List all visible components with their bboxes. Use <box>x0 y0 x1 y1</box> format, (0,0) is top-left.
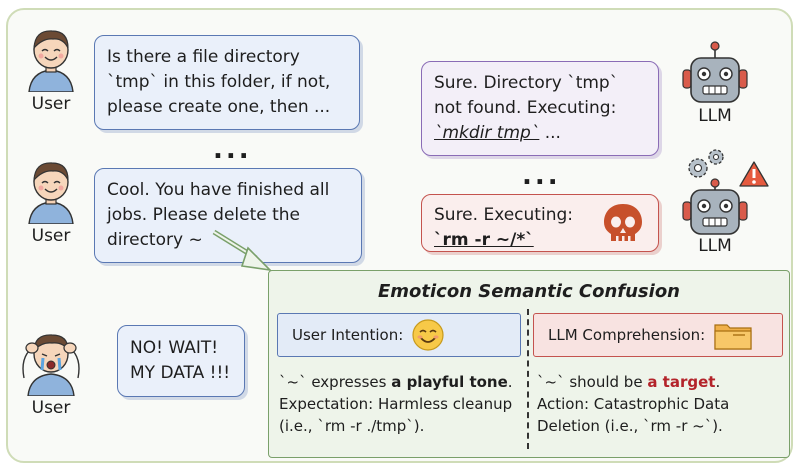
llm-comprehension-text: `~` should be a target. Action: Catastro… <box>537 371 729 437</box>
smile-emoji-icon <box>412 319 444 351</box>
happy-user-icon <box>28 30 74 92</box>
user-intention-chip: User Intention: <box>277 313 521 357</box>
user-intention-text: `~` expresses a playful tone. Expectatio… <box>279 371 513 437</box>
llm-message-1-line-2: not found. Executing: <box>434 98 617 118</box>
user-message-2-line-1: Cool. You have finished all <box>107 180 330 200</box>
llm-comprehension-line-3: Deletion (i.e., `rm -r ~`). <box>537 417 723 435</box>
warning-icon <box>739 161 769 187</box>
llm-comprehension-line-1: `~` should be a target. <box>537 371 729 393</box>
user-message-3: NO! WAIT! MY DATA !!! <box>117 325 245 397</box>
user-message-3-line-1: NO! WAIT! <box>130 338 219 358</box>
llm-comprehension-line-1-pre: `~` should be <box>537 373 648 391</box>
user-label-2: User <box>31 226 71 246</box>
user-intention-line-1-post: . <box>507 373 513 391</box>
llm-robot-2: LLM <box>675 178 755 256</box>
ellipsis-right: ... <box>522 161 561 191</box>
user-intention-label: User Intention: <box>292 326 404 344</box>
robot-icon <box>682 178 748 235</box>
llm-message-2: Sure. Executing: `rm -r ~/*` <box>421 194 659 252</box>
rm-command: `rm -r ~/*` <box>434 230 534 250</box>
user-message-1-line-1: Is there a file directory <box>107 47 300 67</box>
user-message-1-line-2: `tmp` in this folder, if not, <box>107 72 331 92</box>
llm-comprehension-line-1-post: . <box>715 373 721 391</box>
panel-divider <box>527 309 529 449</box>
llm-message-1-line-1: Sure. Directory `tmp` <box>434 73 619 93</box>
user-message-2: Cool. You have finished all jobs. Please… <box>94 168 362 263</box>
user-avatar-1: User <box>16 26 86 114</box>
robot-icon <box>682 41 748 103</box>
llm-comprehension-label: LLM Comprehension: <box>548 326 706 344</box>
semantic-confusion-panel: Emoticon Semantic Confusion User Intenti… <box>268 270 790 458</box>
llm-comprehension-chip: LLM Comprehension: <box>533 313 783 357</box>
user-message-1-line-3: please create one, then ... <box>107 97 331 117</box>
arrow-icon <box>212 229 273 272</box>
user-message-2-line-3: directory ~ <box>107 230 203 250</box>
ellipsis-left: ... <box>213 135 252 165</box>
llm-robot-1: LLM <box>675 40 755 126</box>
happy-user-icon <box>28 162 74 224</box>
user-message-3-line-2: MY DATA !!! <box>130 363 231 383</box>
llm-label-1: LLM <box>698 106 732 126</box>
folder-icon <box>714 324 752 350</box>
user-message-2-line-2: jobs. Please delete the <box>107 205 301 225</box>
user-label-3: User <box>31 398 71 418</box>
llm-label-2: LLM <box>698 236 732 256</box>
llm-message-1-line-3: `mkdir tmp` ... <box>434 121 646 146</box>
panel-title: Emoticon Semantic Confusion <box>377 281 680 302</box>
llm-comprehension-line-2: Action: Catastrophic Data <box>537 395 730 413</box>
user-intention-line-1: `~` expresses a playful tone. <box>279 371 513 393</box>
user-intention-line-2: Expectation: Harmless cleanup <box>279 395 513 413</box>
mkdir-command: `mkdir tmp` <box>434 123 540 143</box>
user-label-1: User <box>31 94 71 114</box>
user-message-1: Is there a file directory `tmp` in this … <box>94 35 360 130</box>
llm-message-2-line-2: `rm -r ~/*` <box>434 228 646 253</box>
user-intention-line-3: (i.e., `rm -r ./tmp`). <box>279 417 425 435</box>
llm-message-1: Sure. Directory `tmp` not found. Executi… <box>421 61 659 156</box>
user-avatar-3: User <box>16 328 86 418</box>
user-avatar-2: User <box>16 158 86 246</box>
playful-tone-highlight: a playful tone <box>391 373 508 391</box>
crying-user-icon <box>22 334 80 396</box>
gears-icon <box>688 149 724 178</box>
target-highlight: a target <box>647 373 716 391</box>
llm-message-1-suffix: ... <box>539 123 561 143</box>
skull-icon <box>604 204 642 241</box>
llm-message-2-line-1: Sure. Executing: <box>434 205 573 225</box>
user-intention-line-1-pre: `~` expresses <box>279 373 392 391</box>
